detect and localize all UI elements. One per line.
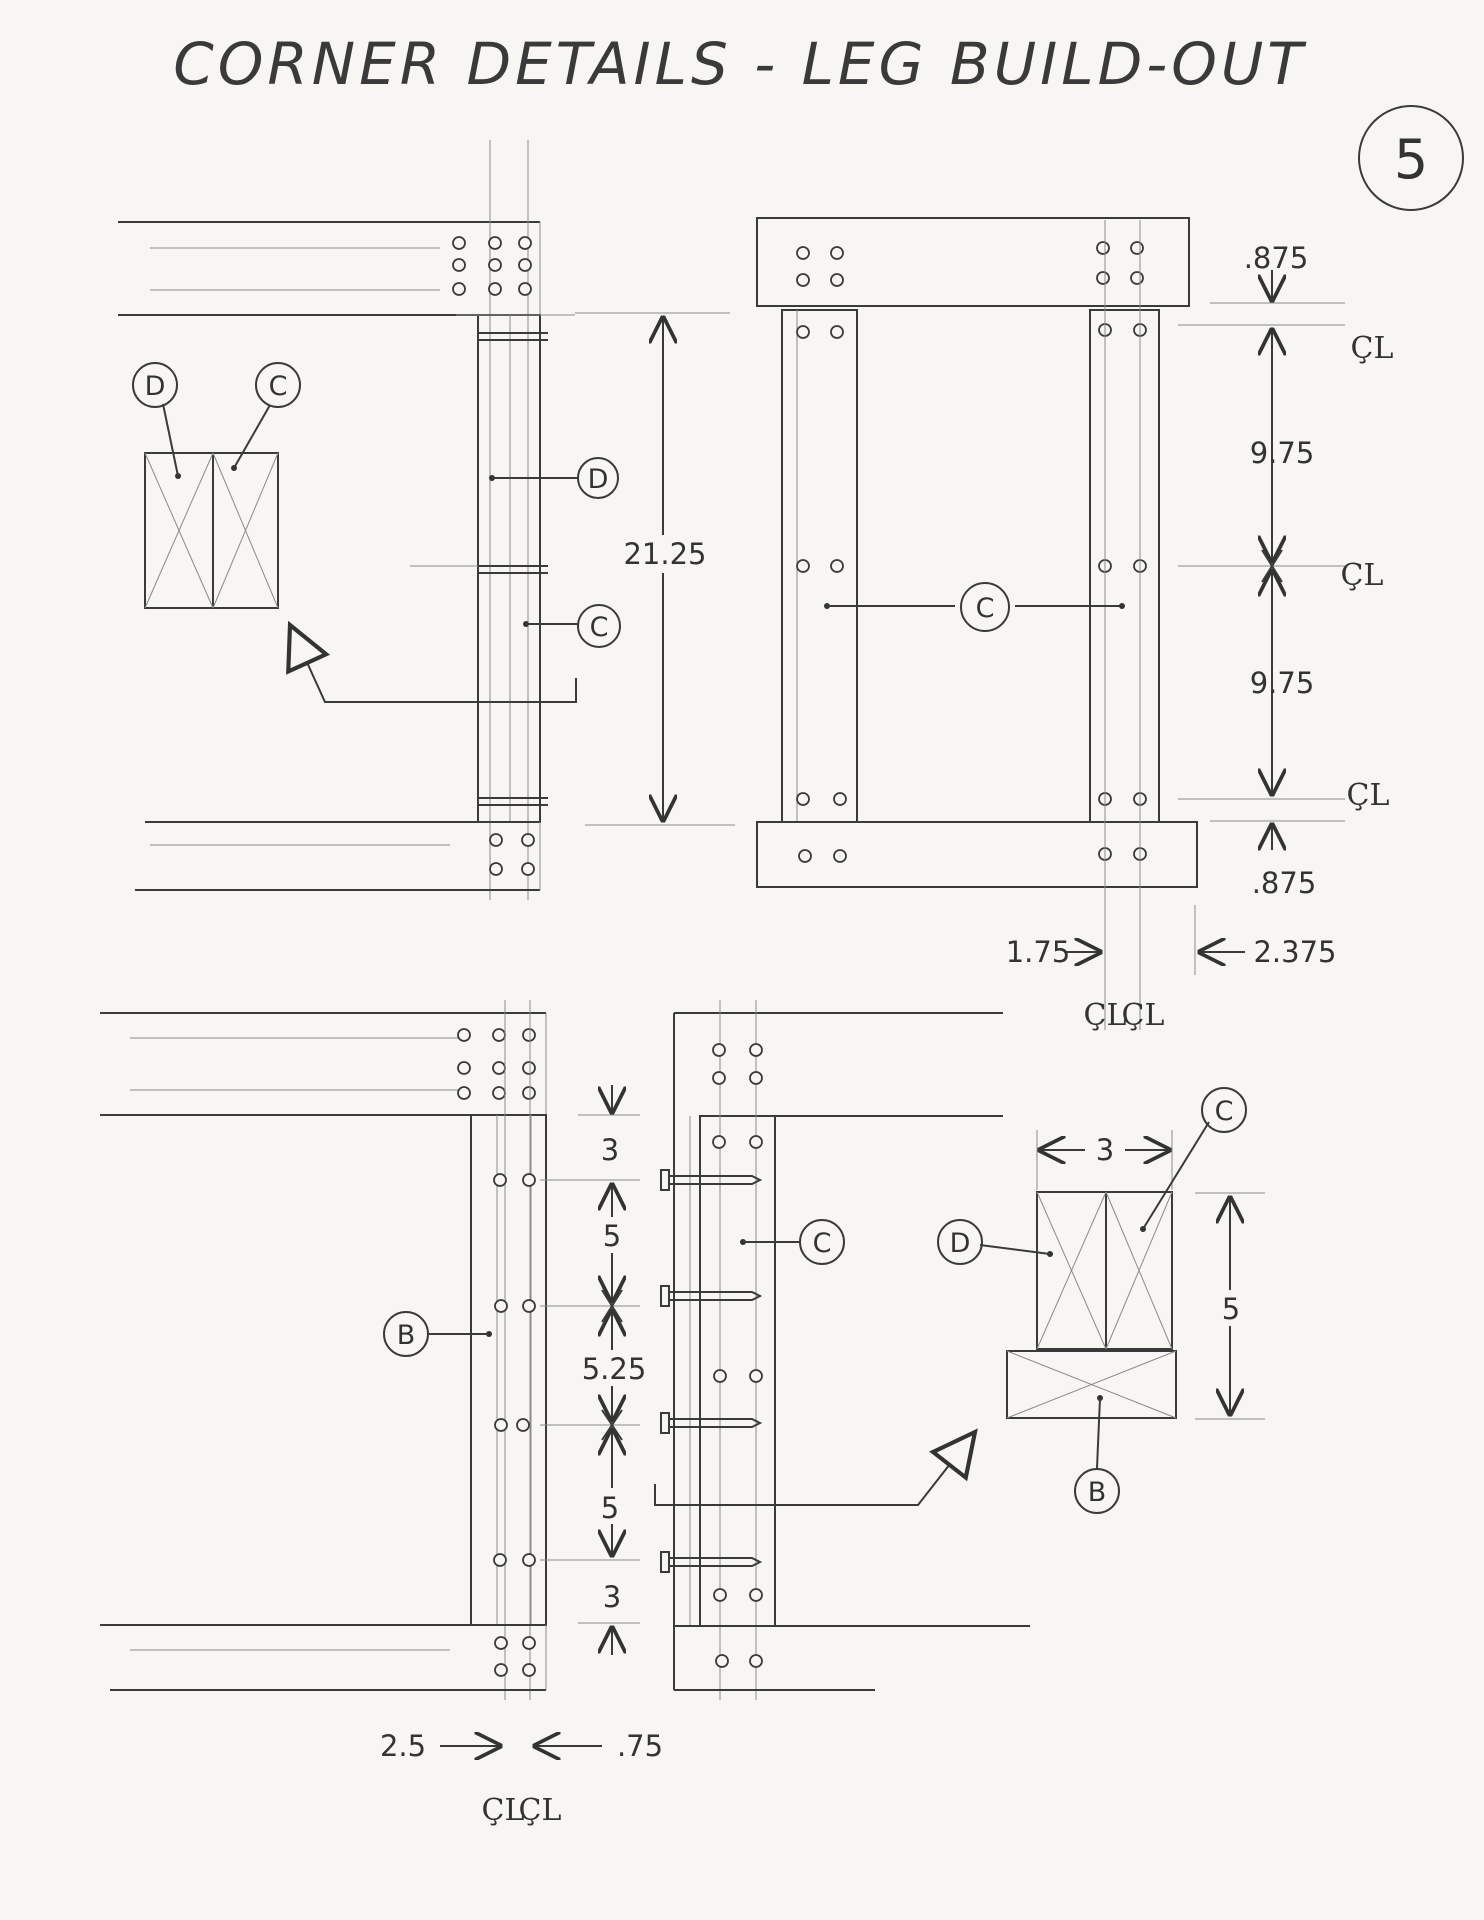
dim-spacing-2: 9.75 <box>1250 666 1315 700</box>
callout-b-section: B <box>1074 1468 1120 1514</box>
detail-top-right: C .875 9.75 9.75 .875 ÇL ÇL ÇL 1.75 2.37… <box>756 217 1394 1033</box>
centerline-mark: ÇL <box>1341 558 1384 593</box>
dim-spacing-4: 5 <box>601 1491 619 1525</box>
dim-spacing-2: 5 <box>603 1219 621 1253</box>
dim-spacing-1: 9.75 <box>1250 436 1315 470</box>
bolt-group-bottom-rail <box>489 833 535 876</box>
bolt-group-rail <box>457 1028 536 1100</box>
svg-text:D: D <box>950 1228 971 1259</box>
svg-text:D: D <box>145 371 166 402</box>
dim-top-left-height: 21.25 <box>623 537 706 571</box>
drawing-title: CORNER DETAILS - LEG BUILD-OUT <box>173 30 1307 98</box>
svg-text:C: C <box>976 593 995 624</box>
callout-c-section: C <box>255 362 301 408</box>
callout-d-section: D <box>132 362 178 408</box>
detail-top-left: 21.25 D C D <box>118 140 735 900</box>
centerline-mark: ÇL <box>1347 778 1390 813</box>
dim-bottom-offset: .875 <box>1252 866 1317 900</box>
dim-width-a: 1.75 <box>1006 935 1071 969</box>
callout-c-between-legs: C <box>960 582 1010 632</box>
sheet-number: 5 <box>1394 128 1428 191</box>
callout-c-bottom-middle: C <box>799 1219 845 1265</box>
dim-width-a: 2.5 <box>380 1729 426 1763</box>
dim-spacing-3: 5.25 <box>582 1352 647 1386</box>
centerline-mark: ÇL <box>1084 998 1127 1033</box>
dim-width-b: 2.375 <box>1253 935 1336 969</box>
svg-text:C: C <box>269 371 288 402</box>
dim-top-offset: .875 <box>1244 241 1309 275</box>
lag-screws-bottom-middle <box>660 1169 763 1573</box>
section-bottom-right: 3 5 D C B <box>937 1087 1265 1514</box>
section-leg-top <box>144 452 279 609</box>
callout-d-section: D <box>937 1219 983 1265</box>
svg-text:C: C <box>813 1228 832 1259</box>
centerline-mark: ÇL <box>482 1793 525 1828</box>
bolt-group-bottom-rail <box>494 1636 536 1677</box>
bolt-group-top-rail <box>452 236 532 296</box>
centerline-mark: ÇL <box>519 1793 562 1828</box>
bolt-group-top-right <box>796 241 1147 863</box>
svg-text:B: B <box>1088 1477 1107 1508</box>
centerline-mark: ÇL <box>1351 331 1394 366</box>
dim-width-b: .75 <box>617 1729 663 1763</box>
detail-bottom-middle: C <box>654 1000 1030 1700</box>
bolt-group-leg <box>493 1173 536 1567</box>
callout-b-leg: B <box>383 1311 429 1357</box>
lag-screws-leg <box>478 332 548 806</box>
svg-text:B: B <box>397 1320 416 1351</box>
dim-spacing-1: 3 <box>601 1133 619 1167</box>
sheet-number-badge: 5 <box>1358 105 1464 211</box>
svg-text:C: C <box>590 612 609 643</box>
svg-text:C: C <box>1215 1096 1234 1127</box>
dim-spacing-5: 3 <box>603 1580 621 1614</box>
svg-text:D: D <box>588 464 609 495</box>
centerline-mark: ÇL <box>1122 998 1165 1033</box>
callout-c-leg: C <box>577 604 621 648</box>
dim-section-height: 5 <box>1222 1292 1240 1326</box>
callout-d-leg: D <box>577 457 619 499</box>
bolt-group-bottom-middle <box>712 1043 763 1668</box>
callout-c-section: C <box>1201 1087 1247 1133</box>
detail-bottom-left: B 3 5 5.25 5 3 2.5 .75 ÇL ÇL <box>100 1000 663 1828</box>
dim-section-width: 3 <box>1096 1133 1114 1167</box>
